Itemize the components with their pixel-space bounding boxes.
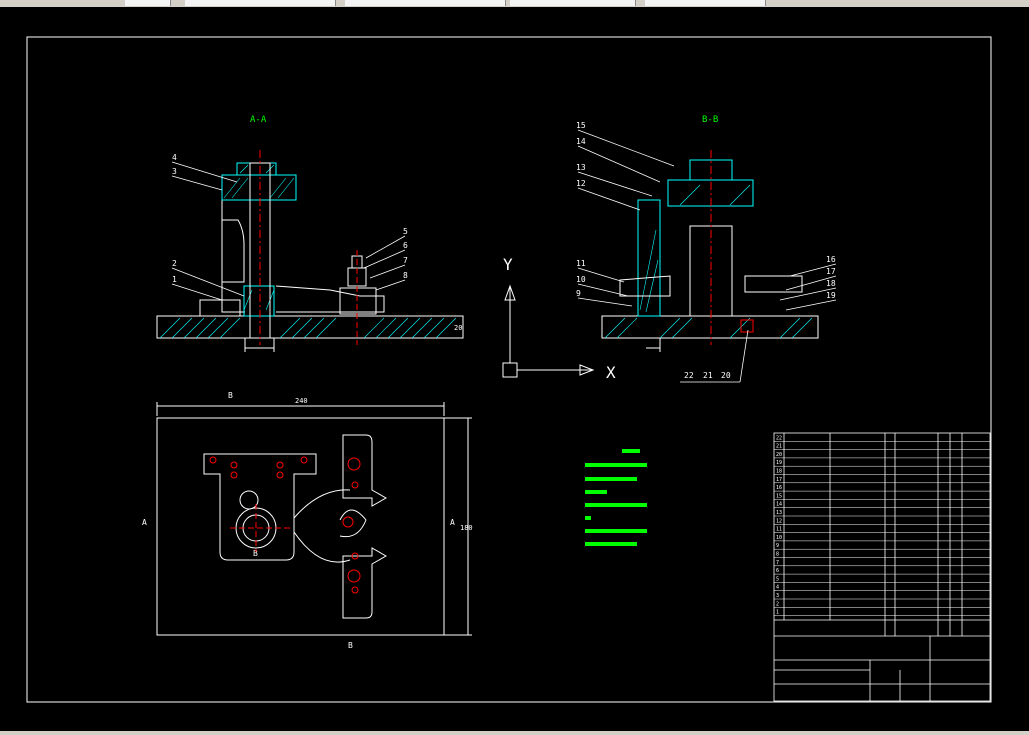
balloon-12: 12 [576,179,586,188]
balloon-2: 2 [172,259,177,268]
view-label-aa: A-A [250,115,267,125]
balloon-11: 11 [576,259,586,268]
bom-item-number: 9 [776,543,779,549]
balloon-4: 4 [172,153,177,162]
bom-item-number: 18 [776,469,782,475]
bom-item-number: 2 [776,601,779,607]
bom-item-number: 20 [776,452,782,458]
ucs-y-label: Y [503,255,513,274]
toolbar-tab[interactable] [185,0,336,6]
bom-item-number: 17 [776,477,782,483]
bom-item-number: 12 [776,518,782,524]
balloon-1: 1 [172,275,177,284]
section-view-aa: A-A [156,115,464,352]
balloon-22: 22 [684,371,694,380]
toolbar-tab[interactable] [345,0,506,6]
balloon-9: 9 [576,289,581,298]
bom-item-number: 13 [776,510,782,516]
bom-item-number: 1 [776,610,779,616]
balloon-10: 10 [576,275,586,284]
bom-item-number: 21 [776,444,782,450]
balloon-19: 19 [826,291,836,300]
bom-item-number: 19 [776,460,782,466]
bom-item-number: 16 [776,485,782,491]
balloon-14: 14 [576,137,586,146]
balloon-18: 18 [826,279,836,288]
balloon-15: 15 [576,121,586,130]
section-mark-b-bottom: B [348,641,353,650]
bom-item-number: 8 [776,552,779,558]
bom-item-number: 3 [776,593,779,599]
bom-item-number: 15 [776,493,782,499]
balloon-8: 8 [403,271,408,280]
bom-item-number: 11 [776,527,782,533]
base-hatch-aa [159,317,457,339]
balloon-17: 17 [826,267,836,276]
status-strip [0,731,1029,735]
dim-base-height: 20 [454,324,462,332]
balloon-21: 21 [703,371,713,380]
balloon-5: 5 [403,227,408,236]
balloon-16: 16 [826,255,836,264]
drawing-frame [26,36,992,703]
window-tab-strip [0,0,1029,7]
toolbar-tab[interactable] [645,0,766,6]
toolbar-tab[interactable] [125,0,171,6]
plan-view: 240 180 B B A A B [142,391,473,650]
balloon-13: 13 [576,163,586,172]
bom-item-number: 7 [776,560,779,566]
balloon-3: 3 [172,167,177,176]
balloon-7: 7 [403,256,408,265]
title-block [773,432,991,702]
view-label-bb: B-B [702,115,718,125]
section-mark-b-mid: B [253,549,258,558]
cad-drawing-canvas[interactable]: A-A [0,7,1029,731]
bom-item-number: 14 [776,502,782,508]
bom-item-number: 22 [776,435,782,441]
ucs-icon: Y X [502,255,616,382]
section-mark-a-left: A [142,518,147,527]
bom-item-number: 10 [776,535,782,541]
bom-item-number: 6 [776,568,779,574]
section-mark-b-top: B [228,391,233,400]
section-view-bb: B-B 15 14 13 [576,115,837,383]
ucs-x-label: X [606,363,616,382]
bom-item-number: 5 [776,576,779,582]
technical-notes [585,449,647,546]
balloon-6: 6 [403,241,408,250]
section-mark-a-right: A [450,518,455,527]
dim-width: 240 [295,397,308,405]
bom-grid [774,441,990,616]
balloon-20: 20 [721,371,731,380]
bom-item-number: 4 [776,585,779,591]
dim-height: 180 [460,524,473,532]
toolbar-tab[interactable] [510,0,636,6]
